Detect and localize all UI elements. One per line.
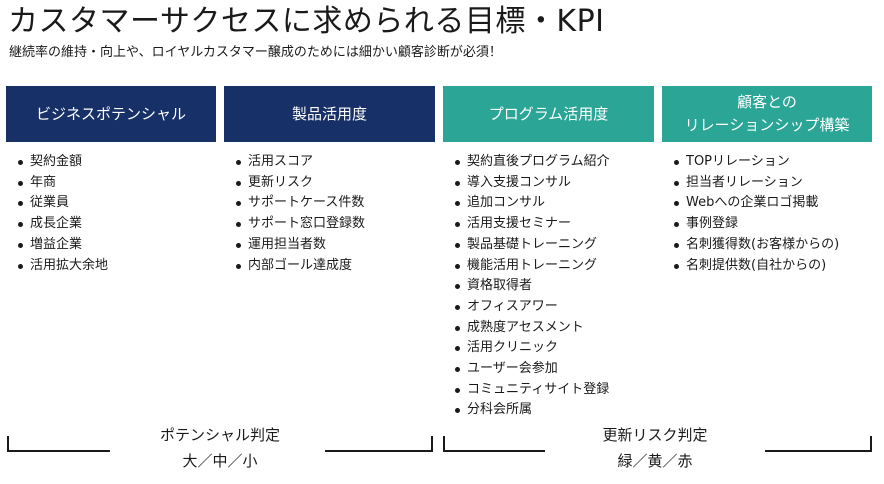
list-product-usage: 活用スコア更新リスクサポートケース件数サポート窓口登録数運用担当者数内部ゴール達… [234, 152, 365, 276]
header-business-potential: ビジネスポテンシャル [6, 86, 216, 142]
bracket-left-line-a [7, 450, 110, 452]
list-item: コミュニティサイト登録 [453, 380, 610, 401]
bracket-right-line-a [443, 450, 545, 452]
list-item: 成熟度アセスメント [453, 318, 610, 339]
list-item: 名刺獲得数(お客様からの) [672, 235, 839, 256]
list-item: 契約直後プログラム紹介 [453, 152, 610, 173]
page-title: カスタマーサクセスに求められる目標・KPI [8, 4, 605, 39]
bracket-right-cap-start [443, 436, 445, 452]
list-item: 導入支援コンサル [453, 173, 610, 194]
list-item: 運用担当者数 [234, 235, 365, 256]
list-item: サポート窓口登録数 [234, 214, 365, 235]
list-business-potential: 契約金額年商従業員成長企業増益企業活用拡大余地 [16, 152, 108, 276]
list-item: 資格取得者 [453, 276, 610, 297]
list-item: 増益企業 [16, 235, 108, 256]
header-label: 顧客との リレーションシップ構築 [684, 93, 850, 134]
judgment-levels: 大／中／小 [182, 452, 258, 470]
list-item: 追加コンサル [453, 193, 610, 214]
list-item: 分科会所属 [453, 400, 610, 421]
bracket-left-cap-start [7, 436, 9, 452]
list-item: 活用クリニック [453, 338, 610, 359]
list-item: 製品基礎トレーニング [453, 235, 610, 256]
bracket-right-cap-end [870, 436, 872, 452]
list-item: 成長企業 [16, 214, 108, 235]
list-item: TOPリレーション [672, 152, 839, 173]
list-item: 従業員 [16, 193, 108, 214]
list-item: 機能活用トレーニング [453, 256, 610, 277]
bracket-left-line-b [325, 450, 433, 452]
category-headers: ビジネスポテンシャル 製品活用度 プログラム活用度 顧客との リレーションシップ… [0, 86, 884, 142]
list-item: 担当者リレーション [672, 173, 839, 194]
page-subtitle: 継続率の維持・向上や、ロイヤルカスタマー醸成のためには細かい顧客診断が必須！ [9, 45, 502, 60]
judgment-label: 更新リスク判定 [602, 426, 708, 444]
list-item: ユーザー会参加 [453, 359, 610, 380]
list-item: 内部ゴール達成度 [234, 256, 365, 277]
judgment-label: ポテンシャル判定 [159, 426, 280, 444]
list-item: 更新リスク [234, 173, 365, 194]
header-label: 製品活用度 [291, 104, 367, 123]
list-item: 契約金額 [16, 152, 108, 173]
bracket-left-cap-end [431, 436, 433, 452]
header-label: プログラム活用度 [488, 104, 609, 123]
bracket-right-line-b [765, 450, 872, 452]
list-item: 活用スコア [234, 152, 365, 173]
list-item: Webへの企業ロゴ掲載 [672, 193, 839, 214]
list-item: 事例登録 [672, 214, 839, 235]
header-label: ビジネスポテンシャル [35, 104, 186, 123]
list-item: 名刺提供数(自社からの) [672, 256, 839, 277]
list-item: オフィスアワー [453, 297, 610, 318]
judgment-levels: 緑／黄／赤 [617, 452, 693, 470]
header-product-usage: 製品活用度 [224, 86, 435, 142]
header-program-usage: プログラム活用度 [443, 86, 654, 142]
renewal-risk-judgment: 更新リスク判定 緑／黄／赤 [550, 422, 760, 474]
list-item: サポートケース件数 [234, 193, 365, 214]
list-item: 年商 [16, 173, 108, 194]
list-item: 活用拡大余地 [16, 256, 108, 277]
list-item: 活用支援セミナー [453, 214, 610, 235]
list-program-usage: 契約直後プログラム紹介導入支援コンサル追加コンサル活用支援セミナー製品基礎トレー… [453, 152, 610, 421]
potential-judgment: ポテンシャル判定 大／中／小 [115, 422, 325, 474]
header-relationship: 顧客との リレーションシップ構築 [662, 86, 872, 142]
